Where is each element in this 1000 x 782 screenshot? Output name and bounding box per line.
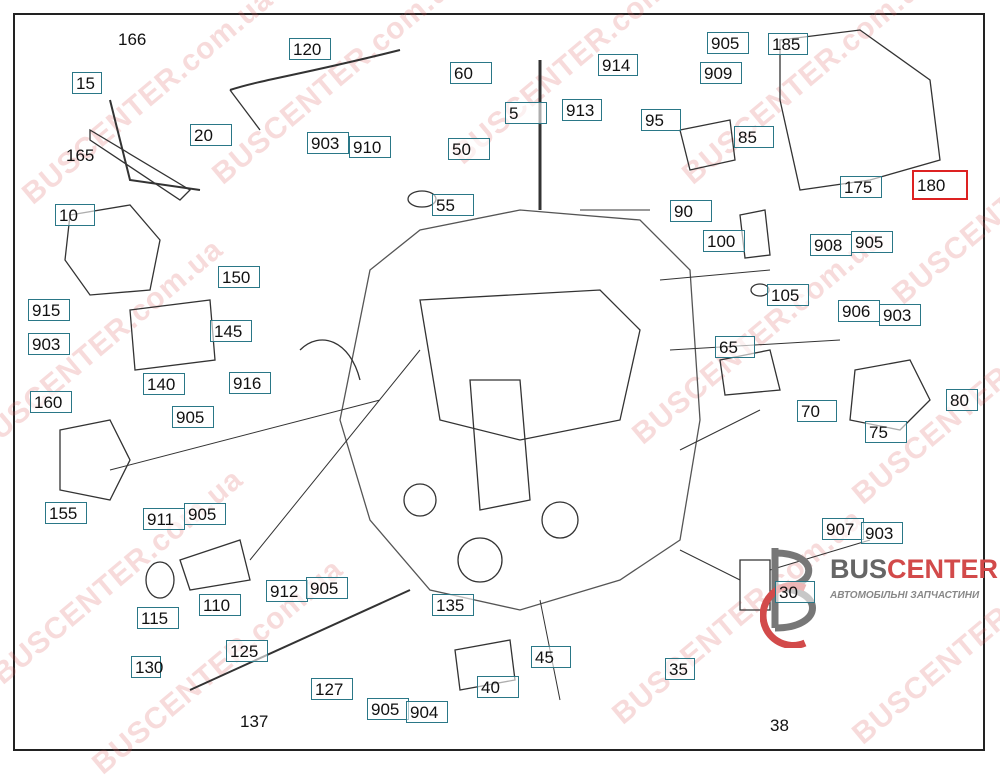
part-callout: 906 — [838, 300, 880, 322]
part-callout: 916 — [229, 372, 271, 394]
part-callout: 55 — [432, 194, 474, 216]
logo-tagline: АВТОМОБІЛЬНІ ЗАПЧАСТИНИ — [830, 590, 980, 601]
part-callout: 905 — [367, 698, 409, 720]
part-callout: 120 — [289, 38, 331, 60]
part-callout: 85 — [734, 126, 774, 148]
part-callout: 912 — [266, 580, 308, 602]
part-callout: 150 — [218, 266, 260, 288]
part-callout: 80 — [946, 389, 978, 411]
part-callout: 50 — [448, 138, 490, 160]
part-callout: 903 — [861, 522, 903, 544]
buscenter-logo: BUSCENTER АВТОМОБІЛЬНІ ЗАПЧАСТИНИ — [759, 548, 998, 653]
part-callout: 45 — [531, 646, 571, 668]
highlighted-part-callout: 180 — [912, 170, 968, 200]
part-callout: 115 — [137, 607, 179, 629]
part-callout: 65 — [715, 336, 755, 358]
part-callout: 137 — [240, 712, 269, 731]
part-callout: 100 — [703, 230, 745, 252]
part-callout: 905 — [306, 577, 348, 599]
part-callout: 75 — [865, 421, 907, 443]
part-callout: 915 — [28, 299, 70, 321]
part-callout: 10 — [55, 204, 95, 226]
part-callout: 905 — [707, 32, 749, 54]
part-callout: 913 — [562, 99, 602, 121]
part-callout: 166 — [118, 30, 147, 49]
part-callout: 70 — [797, 400, 837, 422]
part-callout: 905 — [172, 406, 214, 428]
part-callout: 160 — [30, 391, 72, 413]
part-callout: 903 — [879, 304, 921, 326]
part-callout: 910 — [349, 136, 391, 158]
part-callout: 127 — [311, 678, 353, 700]
part-callout: 30 — [775, 581, 815, 603]
engine-parts-drawing — [59, 29, 941, 701]
logo-text: BUSCENTER — [830, 554, 999, 584]
part-callout: 15 — [72, 72, 102, 94]
part-callout: 911 — [143, 508, 185, 530]
part-callout: 907 — [822, 518, 864, 540]
part-callout: 135 — [432, 594, 474, 616]
part-callout: 20 — [190, 124, 232, 146]
part-callout: 903 — [28, 333, 70, 355]
part-callout: 904 — [406, 701, 448, 723]
part-callout: 60 — [450, 62, 492, 84]
part-callout: 105 — [767, 284, 809, 306]
part-callout: 95 — [641, 109, 681, 131]
part-callout: 40 — [477, 676, 519, 698]
part-callout: 145 — [210, 320, 252, 342]
part-callout: 165 — [66, 146, 95, 165]
part-callout: 905 — [184, 503, 226, 525]
part-callout: 155 — [45, 502, 87, 524]
part-callout: 903 — [307, 132, 349, 154]
part-callout: 110 — [199, 594, 241, 616]
part-callout: 908 — [810, 234, 852, 256]
part-callout: 5 — [505, 102, 547, 124]
diagram-frame — [13, 13, 985, 751]
part-callout: 38 — [770, 716, 789, 735]
part-callout: 90 — [670, 200, 712, 222]
part-callout: 35 — [665, 658, 695, 680]
part-callout: 909 — [700, 62, 742, 84]
part-callout: 140 — [143, 373, 185, 395]
part-callout: 130 — [131, 656, 163, 678]
part-callout: 914 — [598, 54, 638, 76]
part-callout: 125 — [226, 640, 268, 662]
part-callout: 175 — [840, 176, 882, 198]
part-callout: 185 — [768, 33, 808, 55]
part-callout: 905 — [851, 231, 893, 253]
